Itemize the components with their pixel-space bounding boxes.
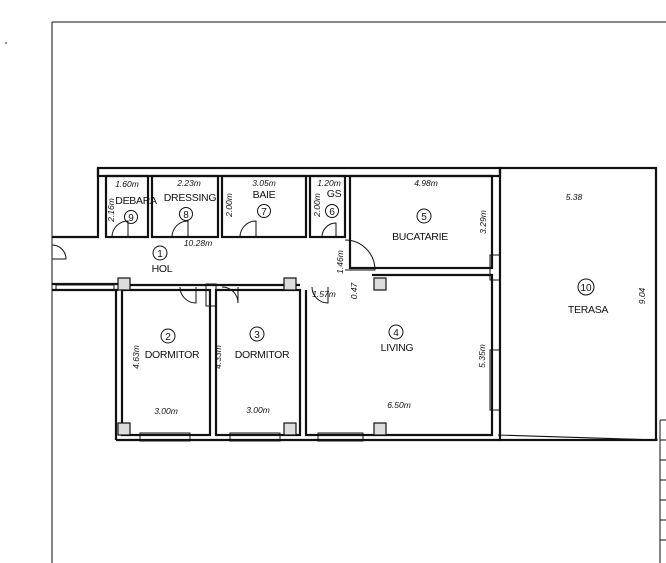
door-dormitor-3	[221, 286, 239, 304]
door-bucatarie	[344, 239, 376, 271]
room-dormitor-3: 3 DORMITOR 4.33m 3.00m	[213, 326, 290, 415]
door-entrance	[51, 244, 67, 260]
door-dormitor-2	[179, 286, 197, 304]
dimension-label: 3.29m	[478, 210, 488, 234]
door-dressing	[171, 220, 189, 238]
columns	[117, 277, 387, 436]
room-name: BAIE	[253, 189, 276, 201]
door-gs	[321, 222, 337, 238]
windows	[55, 284, 364, 442]
room-number: 3	[254, 330, 260, 341]
room-name: GS	[327, 188, 342, 200]
dimension-label: 3.05m	[252, 178, 276, 188]
room-debara: 1.60m 2.16m DEBARA 9	[106, 179, 157, 224]
dimension-label: 4.33m	[213, 345, 223, 369]
room-living: 4 LIVING 5.35m 6.50m	[381, 324, 487, 410]
room-name: DORMITOR	[145, 349, 200, 361]
dimension-label: 2.23m	[176, 178, 201, 188]
dimension-label: 2.00m	[224, 193, 234, 218]
door-baie	[239, 220, 257, 238]
room-baie: 3.05m 2.00m BAIE 7	[224, 178, 276, 218]
room-name: LIVING	[381, 342, 414, 354]
dimension-label: 4.98m	[414, 178, 438, 188]
room-number: 7	[261, 207, 267, 218]
room-name: TERASA	[568, 304, 609, 316]
sheet-frame	[5, 21, 666, 563]
dimension-label: 2.16m	[106, 198, 116, 223]
room-number: 9	[128, 213, 134, 224]
dimension-label: 9.04	[637, 287, 647, 304]
room-name: DORMITOR	[235, 349, 290, 361]
door-debara	[111, 220, 129, 238]
dimension-label: 3.00m	[154, 406, 178, 416]
room-bucatarie: 4.98m 3.29m 5 BUCATARIE	[392, 178, 488, 243]
dimension-label: 1.20m	[317, 178, 341, 188]
room-hol: 1 HOL 10.28m 1.46m 1.57m 0.47	[152, 238, 359, 299]
room-number: 5	[421, 212, 427, 223]
dimension-label: 10.28m	[184, 238, 212, 248]
room-name: HOL	[152, 263, 173, 275]
walls	[52, 166, 659, 442]
dimension-label: 6.50m	[387, 400, 411, 410]
dimension-label: 2.00m	[312, 193, 322, 218]
dimension-label: 0.47	[349, 282, 359, 299]
room-name: DRESSING	[164, 192, 217, 204]
room-name: BUCATARIE	[392, 231, 448, 243]
room-gs: 1.20m 2.00m GS 6	[312, 178, 342, 218]
dimension-label: 1.57m	[312, 289, 336, 299]
room-number: 1	[157, 249, 163, 260]
room-dressing: 2.23m DRESSING 8	[164, 178, 217, 221]
dimension-label: 5.35m	[477, 344, 487, 368]
room-number: 10	[580, 283, 592, 294]
dimension-label: 5.38	[566, 192, 583, 202]
room-dormitor-2: 2 DORMITOR 4.63m 3.00m	[131, 328, 200, 416]
dimension-label: 1.60m	[115, 179, 139, 189]
room-name: DEBARA	[115, 195, 157, 207]
doors	[51, 220, 376, 307]
room-number: 8	[183, 210, 189, 221]
dimension-label: 1.46m	[335, 250, 345, 274]
dimension-label: 3.00m	[246, 405, 270, 415]
room-number: 6	[329, 207, 335, 218]
dimension-label: 4.63m	[131, 345, 141, 369]
room-terasa: 5.38 9.04 10 TERASA	[566, 192, 647, 316]
room-number: 4	[393, 328, 399, 339]
room-number: 2	[165, 332, 171, 343]
door-living	[311, 286, 329, 304]
